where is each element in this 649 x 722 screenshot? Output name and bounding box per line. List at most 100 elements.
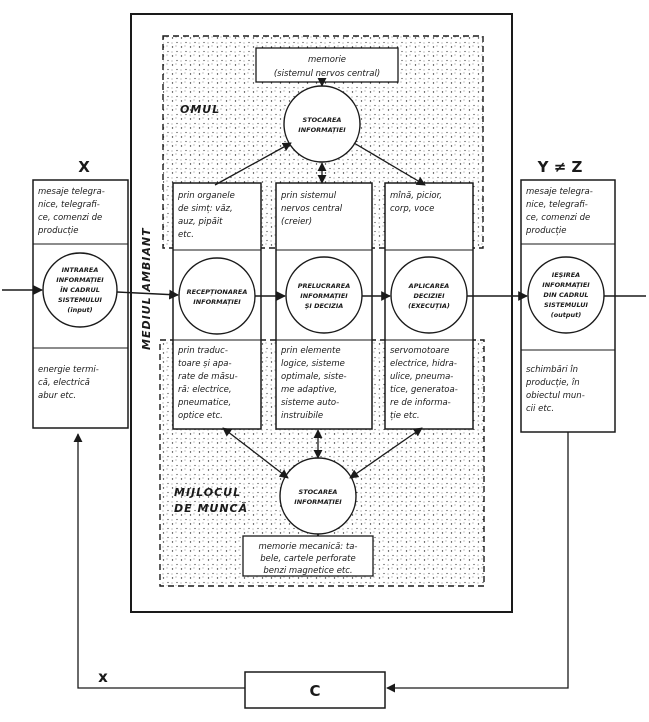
input-top-line: mesaje telegra- [38, 187, 105, 197]
memory-top-line1: memorie [308, 55, 346, 65]
col1-bottom-line: toare și apa- [178, 359, 232, 369]
col1-bottom-line: rate de măsu- [178, 372, 238, 382]
y-label: Y ≠ Z [537, 158, 583, 176]
mijlocul-label-line1: MIJLOCUL [174, 486, 241, 499]
col3-bottom-line: tice, generatoa- [390, 385, 458, 395]
storage-bottom-line1: STOCAREA [299, 488, 338, 496]
top-storage-links [214, 77, 426, 186]
input-top-text: mesaje telegra- nice, telegrafi- ce, com… [37, 187, 105, 236]
memory-top-box [255, 47, 399, 83]
input-bottom-line: că, electrică [38, 378, 90, 388]
input-circle-line: (input) [67, 306, 92, 314]
storage-bottom-line2: INFORMAȚIEI [294, 498, 342, 507]
output-circle-line: INFORMAȚIEI [542, 281, 590, 290]
col1-bottom-line: optice etc. [178, 411, 223, 421]
mediul-label: MEDIUL AMBIANT [140, 227, 153, 350]
environment-frame [130, 13, 513, 613]
col2-bottom-line: prin elemente [280, 346, 341, 356]
mijlocul-label-line2: DE MUNCĂ [174, 502, 248, 515]
col3-circle-line: APLICAREA [408, 282, 450, 290]
output-circle [527, 256, 605, 334]
input-circle-line: SISTEMULUI [58, 296, 102, 304]
x-label: X [78, 158, 90, 176]
col3-bottom-text: servomotoare electrice, hidra- ulice, pn… [390, 346, 458, 421]
col2-top-line: prin sistemul [280, 191, 337, 201]
input-circle [42, 252, 118, 328]
col2-circle-line: ȘI DECIZIA [305, 302, 344, 310]
memory-bottom-line: memorie mecanică: ta- [259, 542, 358, 552]
main-flow [2, 285, 646, 301]
output-circle-line: DIN CADRUL [543, 291, 588, 299]
col1-top-line: prin organele [177, 191, 235, 201]
output-top-line: mesaje telegra- [526, 187, 593, 197]
col3-bottom-line: re de informa- [390, 398, 451, 408]
col2-bottom-text: prin elemente logice, sisteme optimale, … [280, 346, 347, 421]
storage-bottom-circle [279, 457, 357, 535]
input-top-line: producție [37, 226, 78, 236]
input-circle-line: INTRAREA [62, 266, 99, 274]
col3-bottom-line: electrice, hidra- [390, 359, 457, 369]
col1-bottom-line: pneumatice, [177, 398, 231, 408]
output-bottom-line: cii etc. [526, 404, 554, 414]
memory-bottom-line: bele, cartele perforate [260, 554, 355, 564]
col3-bottom-line: servomotoare [390, 346, 449, 356]
feedback-box-label: C [309, 682, 320, 700]
col1-circle-line: RECEPȚIONAREA [187, 288, 248, 297]
output-circle-line: IEȘIREA [552, 271, 580, 279]
input-top-line: ce, comenzi de [38, 213, 102, 223]
col2-bottom-line: instruibile [281, 411, 323, 421]
col2-top-line: (creier) [281, 217, 312, 227]
col1-top-line: auz, pipăit [178, 217, 223, 227]
storage-top-circle [283, 85, 361, 163]
col3-circle-line: (EXECUȚIA) [408, 302, 450, 311]
col1-circle [178, 257, 256, 335]
col3-bottom-line: ulice, pneuma- [390, 372, 453, 382]
col2-top-line: nervos central [281, 204, 343, 214]
feedback-label: x [98, 668, 108, 686]
col1-bottom-text: prin traduc- toare și apa- rate de măsu-… [177, 346, 238, 421]
storage-top-line2: INFORMAȚIEI [298, 126, 346, 135]
col1-circle-line: INFORMAȚIEI [193, 298, 241, 307]
input-circle-line: ÎN CADRUL [60, 285, 100, 294]
memory-bottom-box [242, 535, 374, 577]
input-bottom-line: abur etc. [38, 391, 76, 401]
col3-top-line: corp, voce [390, 204, 434, 214]
col3-circle-line: DECIZIEI [413, 292, 445, 300]
omul-label: OMUL [180, 103, 220, 116]
col3-bottom-line: ție etc. [390, 411, 420, 421]
col1-top-line: etc. [178, 230, 194, 240]
storage-top-line1: STOCAREA [303, 116, 342, 124]
input-top-line: nice, telegrafi- [38, 200, 100, 210]
output-top-text: mesaje telegra- nice, telegrafi- ce, com… [525, 187, 593, 236]
output-bottom-line: obiectul mun- [526, 391, 585, 401]
output-top-line: producție [525, 226, 566, 236]
col3-top-text: mînă, picior, corp, voce [390, 191, 442, 214]
col1-top-line: de simț: văz, [178, 204, 233, 214]
output-circle-line: SISTEMULUI [544, 301, 588, 309]
output-circle-text: IEȘIREA INFORMAȚIEI DIN CADRUL SISTEMULU… [542, 271, 590, 319]
memory-bottom-line: benzi magnetice etc. [263, 566, 352, 576]
output-top-line: ce, comenzi de [526, 213, 590, 223]
col2-bottom-line: me adaptive, [281, 385, 337, 395]
col1-bottom-line: ră: electrice, [178, 385, 232, 395]
output-bottom-line: schimbări în [526, 365, 578, 375]
output-top-line: nice, telegrafi- [526, 200, 588, 210]
col2-circle-line: INFORMAȚIEI [300, 292, 348, 301]
input-bottom-text: energie termi- că, electrică abur etc. [38, 365, 99, 401]
col2-top-text: prin sistemul nervos central (creier) [280, 191, 343, 227]
memory-top-line2: (sistemul nervos central) [274, 69, 380, 79]
output-bottom-line: producție, în [525, 378, 580, 388]
bottom-storage-links [222, 427, 423, 543]
col2-circle [285, 256, 363, 334]
col2-bottom-line: optimale, siste- [281, 372, 347, 382]
col2-bottom-line: logice, sisteme [281, 359, 345, 369]
input-circle-line: INFORMAȚIEI [56, 276, 104, 285]
col1-bottom-line: prin traduc- [177, 346, 228, 356]
output-bottom-text: schimbări în producție, în obiectul mun-… [525, 365, 585, 414]
col3-top-line: mînă, picior, [390, 191, 442, 201]
input-bottom-line: energie termi- [38, 365, 99, 375]
feedback-box [244, 671, 386, 709]
feedback-loop [73, 432, 569, 693]
